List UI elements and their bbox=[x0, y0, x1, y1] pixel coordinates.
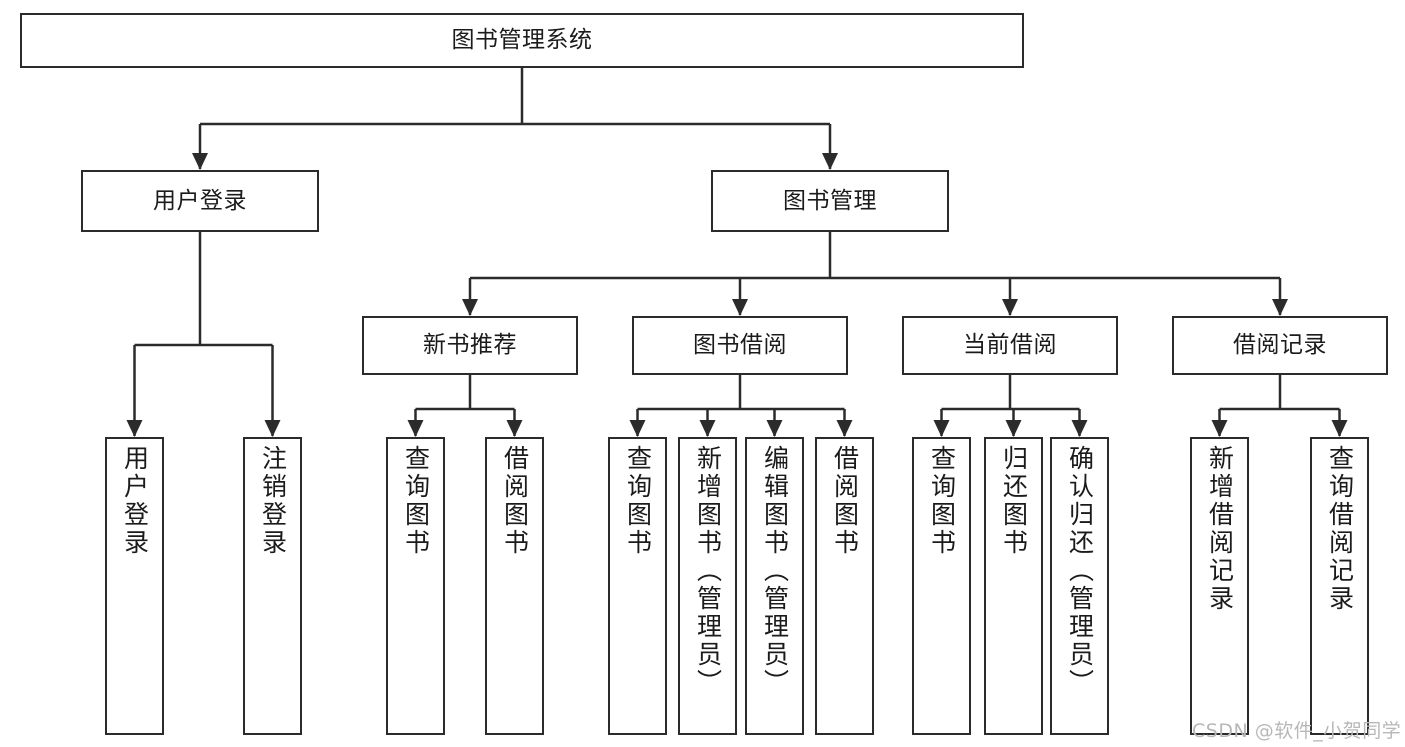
arrowhead-leaf-user-login bbox=[126, 420, 143, 437]
node-label: 编辑图书（管理员） bbox=[760, 445, 790, 697]
node-leaf-rec-query[interactable]: 查询借阅记录 bbox=[1310, 437, 1369, 735]
node-leaf-cur-confirm[interactable]: 确认归还（管理员） bbox=[1050, 437, 1109, 735]
node-label: 借阅记录 bbox=[1233, 332, 1327, 359]
node-bookmgmt[interactable]: 图书管理 bbox=[711, 170, 949, 232]
node-label: 图书借阅 bbox=[693, 332, 787, 359]
node-leaf-cur-query[interactable]: 查询图书 bbox=[912, 437, 971, 735]
node-leaf-nb-borrow[interactable]: 借阅图书 bbox=[485, 437, 544, 735]
arrowhead-leaf-bw-edit bbox=[766, 420, 783, 437]
node-label: 查询图书 bbox=[927, 445, 957, 557]
node-leaf-cur-return[interactable]: 归还图书 bbox=[984, 437, 1043, 735]
node-label: 图书管理 bbox=[783, 187, 877, 214]
arrowhead-leaf-cur-confirm bbox=[1071, 420, 1088, 437]
node-root[interactable]: 图书管理系统 bbox=[20, 13, 1024, 68]
arrowhead-leaf-user-logout bbox=[264, 420, 281, 437]
node-label: 查询借阅记录 bbox=[1325, 445, 1355, 613]
node-label: 归还图书 bbox=[999, 445, 1029, 557]
node-leaf-bw-query[interactable]: 查询图书 bbox=[608, 437, 667, 735]
arrowhead-current bbox=[1002, 299, 1018, 316]
node-label: 查询图书 bbox=[401, 445, 431, 557]
node-label: 确认归还（管理员） bbox=[1065, 445, 1095, 697]
arrowhead-leaf-rec-add bbox=[1211, 420, 1228, 437]
node-leaf-user-login[interactable]: 用户登录 bbox=[105, 437, 164, 735]
arrowhead-login bbox=[192, 153, 208, 170]
node-label: 用户登录 bbox=[153, 187, 247, 214]
node-current[interactable]: 当前借阅 bbox=[902, 316, 1118, 375]
node-borrow[interactable]: 图书借阅 bbox=[632, 316, 848, 375]
arrowhead-leaf-rec-query bbox=[1331, 420, 1348, 437]
node-leaf-user-logout[interactable]: 注销登录 bbox=[243, 437, 302, 735]
node-label: 新书推荐 bbox=[423, 332, 517, 359]
node-label: 当前借阅 bbox=[963, 332, 1057, 359]
node-leaf-bw-borrow[interactable]: 借阅图书 bbox=[815, 437, 874, 735]
node-label: 图书管理系统 bbox=[451, 27, 593, 54]
node-label: 新增借阅记录 bbox=[1205, 445, 1235, 613]
node-newbook[interactable]: 新书推荐 bbox=[362, 316, 578, 375]
node-leaf-rec-add[interactable]: 新增借阅记录 bbox=[1190, 437, 1249, 735]
node-leaf-bw-edit[interactable]: 编辑图书（管理员） bbox=[745, 437, 804, 735]
node-leaf-nb-query[interactable]: 查询图书 bbox=[386, 437, 445, 735]
arrowhead-leaf-bw-borrow bbox=[836, 420, 853, 437]
node-records[interactable]: 借阅记录 bbox=[1172, 316, 1388, 375]
node-label: 借阅图书 bbox=[830, 445, 860, 557]
node-label: 用户登录 bbox=[120, 445, 150, 557]
node-label: 查询图书 bbox=[623, 445, 653, 557]
arrowhead-leaf-bw-add bbox=[699, 420, 716, 437]
node-label: 新增图书（管理员） bbox=[693, 445, 723, 697]
arrowhead-leaf-nb-borrow bbox=[506, 420, 523, 437]
arrowhead-records bbox=[1272, 299, 1288, 316]
node-login[interactable]: 用户登录 bbox=[81, 170, 319, 232]
arrowhead-leaf-nb-query bbox=[407, 420, 424, 437]
watermark: CSDN @软件_小贺同学 bbox=[1192, 720, 1402, 742]
arrowhead-borrow bbox=[732, 299, 748, 316]
node-label: 借阅图书 bbox=[500, 445, 530, 557]
node-label: 注销登录 bbox=[258, 445, 288, 557]
arrowhead-leaf-cur-query bbox=[933, 420, 950, 437]
arrowhead-bookmgmt bbox=[822, 153, 838, 170]
arrowhead-leaf-bw-query bbox=[629, 420, 646, 437]
arrowhead-leaf-cur-return bbox=[1005, 420, 1022, 437]
node-leaf-bw-add[interactable]: 新增图书（管理员） bbox=[678, 437, 737, 735]
arrowhead-newbook bbox=[462, 299, 478, 316]
